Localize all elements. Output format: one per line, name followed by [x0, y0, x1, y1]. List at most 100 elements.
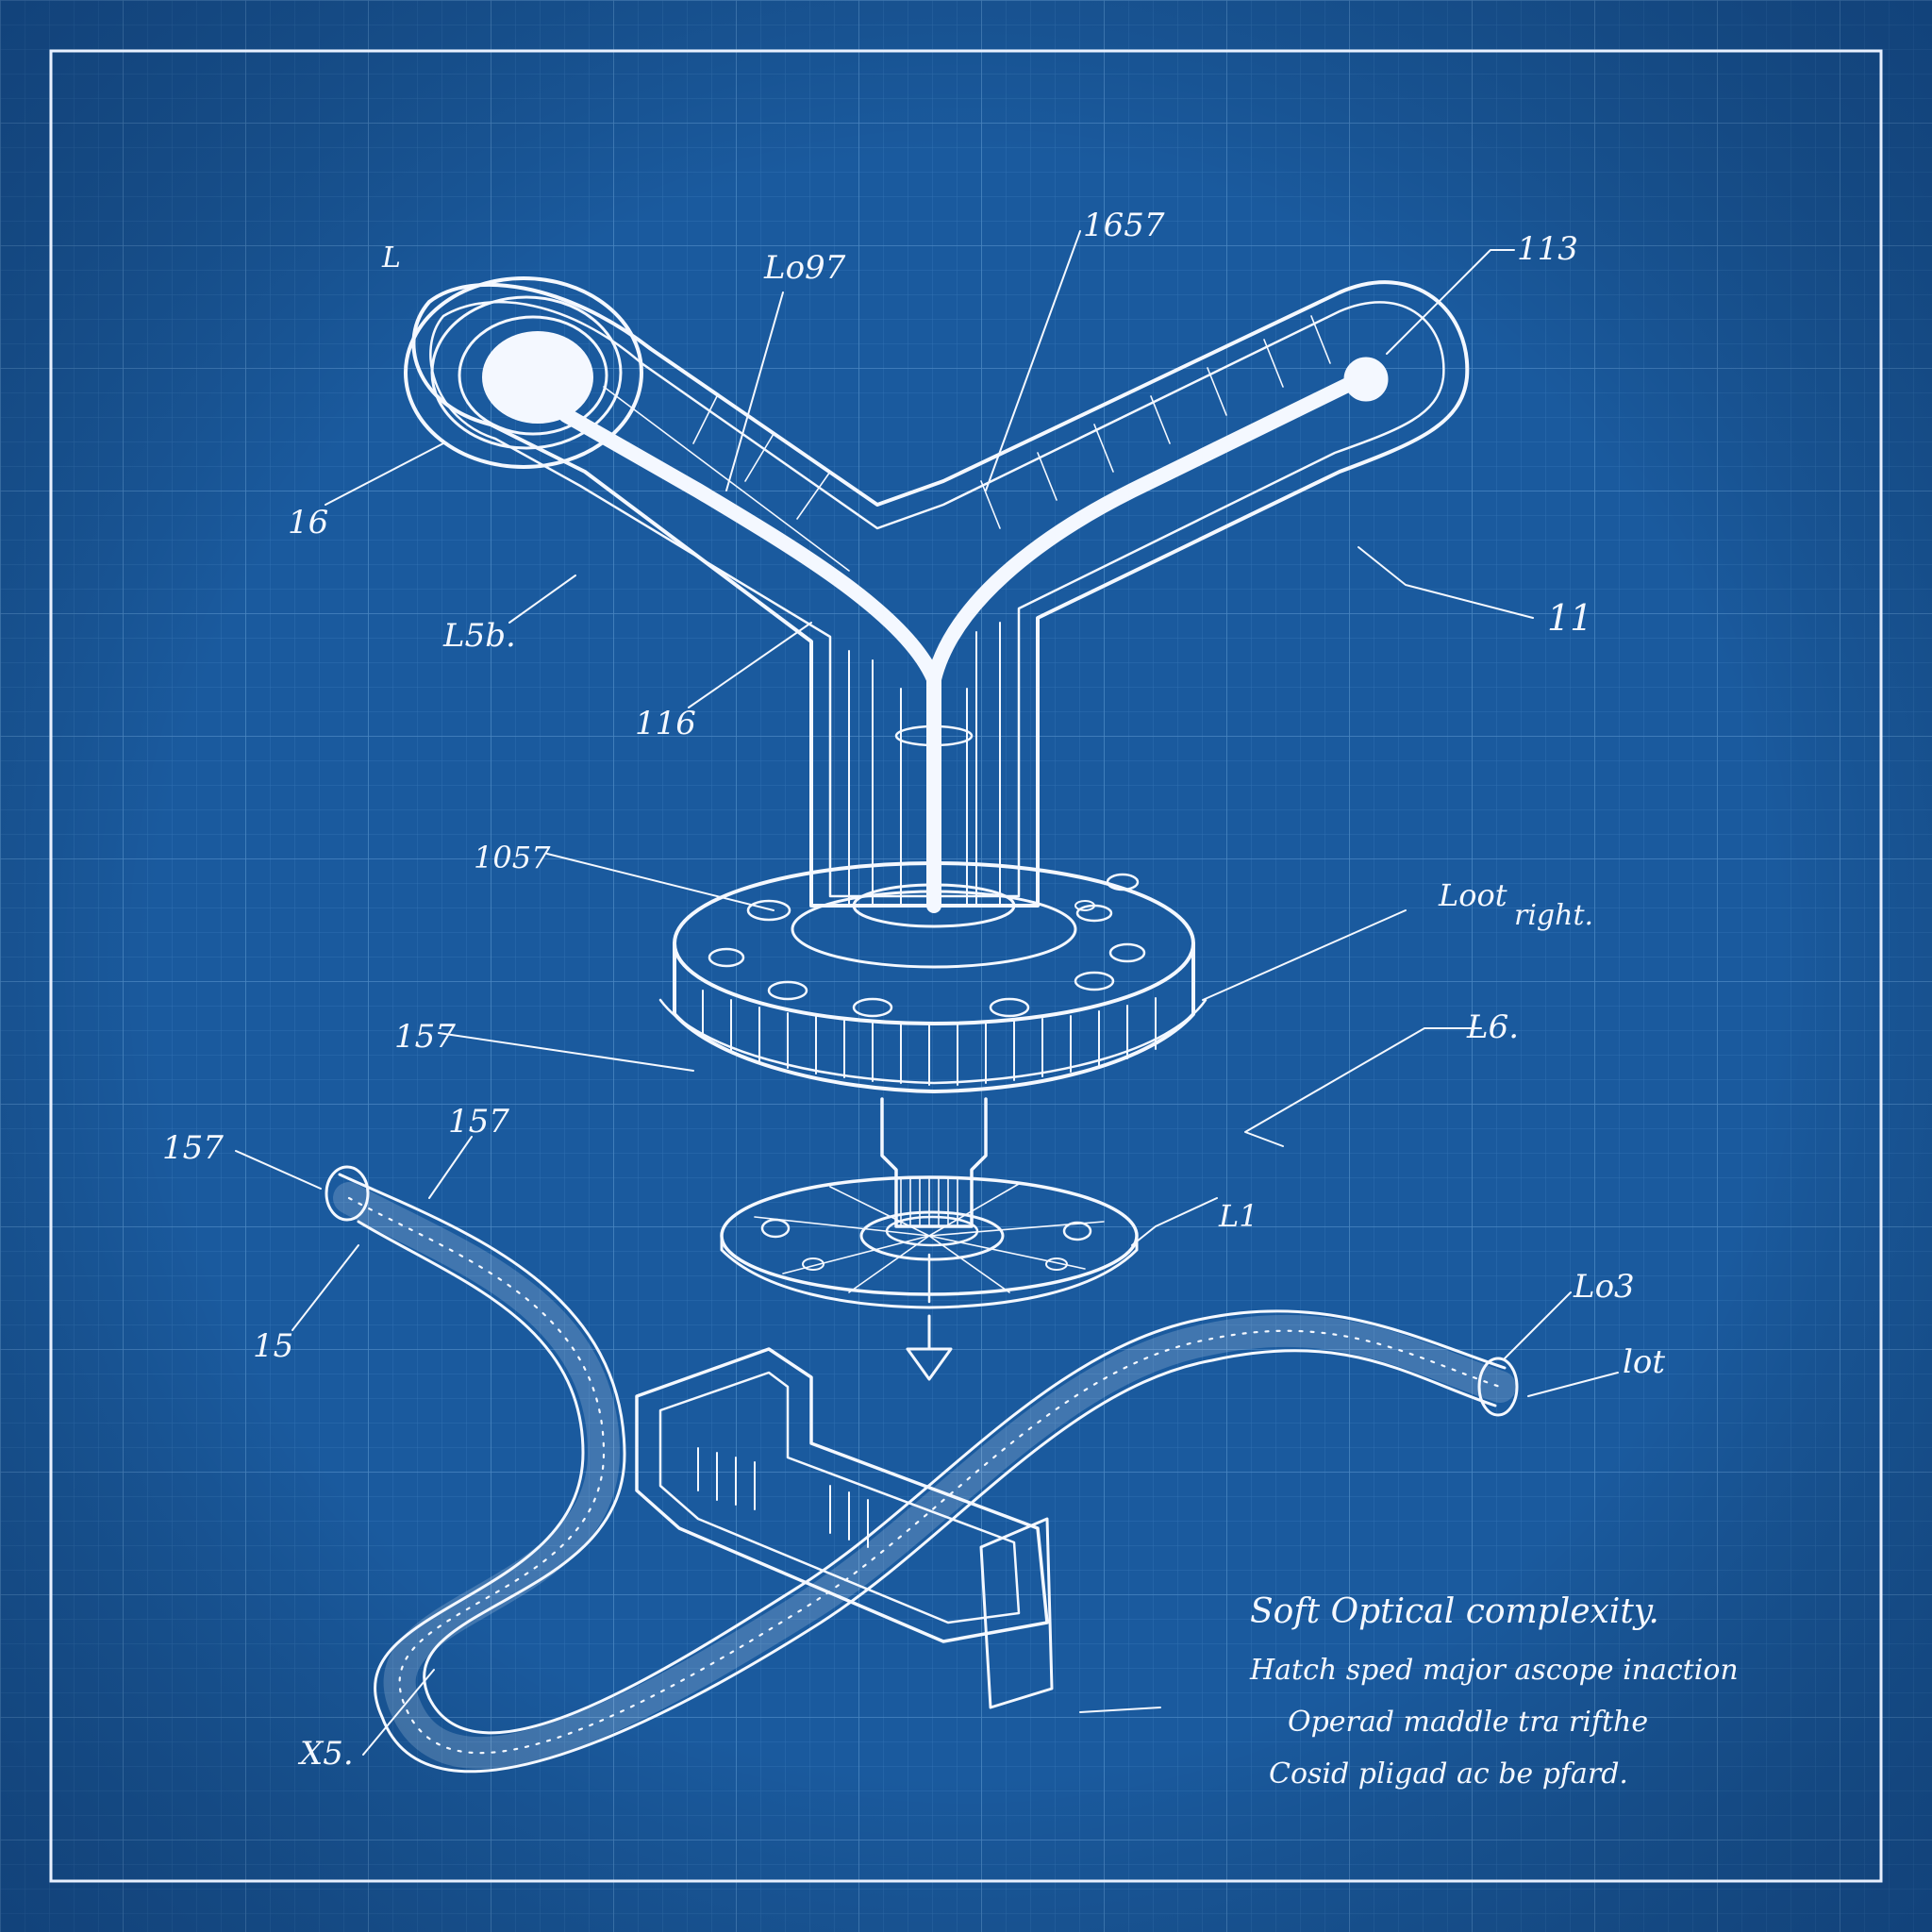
bolt-hole [746, 899, 791, 922]
flange-hub [791, 890, 1077, 969]
left-hose [325, 1165, 1519, 1774]
leader [1079, 1707, 1161, 1713]
disc-slot [1045, 1257, 1068, 1271]
disc-slot [802, 1257, 824, 1271]
leader [1527, 1372, 1619, 1397]
left-hose-wall-a [338, 1173, 1507, 1735]
label-hose-top: 157 [448, 1103, 509, 1141]
label-flange-right-a: Loot [1438, 877, 1507, 913]
left-ring-inner [458, 315, 608, 436]
bolt-hole [989, 997, 1030, 1018]
leader [235, 1150, 322, 1190]
label-shaft-right: L6. [1466, 1008, 1519, 1046]
bolt-hole [1074, 900, 1095, 911]
stem-base-ring [852, 883, 1016, 928]
bolt-hole [852, 997, 893, 1018]
label-left-ring: 16 [288, 504, 328, 541]
leader-lines [235, 230, 1619, 1756]
bracket-teeth [697, 1447, 869, 1548]
flange-lip [658, 998, 1208, 1085]
disc-hub [859, 1210, 1005, 1261]
flange-knurl [702, 990, 1157, 1086]
bolt-hole [1074, 971, 1115, 991]
y-manifold [404, 276, 1470, 928]
label-flange-right-b: right. [1514, 899, 1593, 932]
leader [725, 291, 784, 491]
label-right-arm: 11 [1547, 597, 1592, 639]
arm-ribs-right [980, 315, 1331, 529]
label-disc-right: L1 [1218, 1198, 1258, 1234]
label-tube-left-top: Lo97 [763, 249, 846, 287]
disc-pin [760, 1218, 791, 1239]
left-hose-end [325, 1165, 370, 1222]
manifold-outer-shell [411, 280, 1470, 908]
leader [985, 230, 1081, 491]
inner-pipe-right [926, 370, 1371, 687]
leader [428, 1136, 473, 1199]
bracket-body [635, 1347, 1049, 1643]
right-hose-end [1477, 1357, 1519, 1417]
leader [546, 853, 774, 911]
note-line-4: Cosid pligad ac be pfard. [1269, 1757, 1628, 1790]
leader [1504, 1291, 1572, 1359]
manifold-inner-shell [429, 300, 1445, 898]
shaft-grooves [900, 1178, 958, 1227]
note-line-2: Hatch sped major ascope inaction [1249, 1654, 1739, 1687]
leader [1386, 249, 1515, 355]
shaft-assembly [720, 1097, 1139, 1381]
lower-disc-edge [720, 1234, 1139, 1309]
label-tube-right-top: 113 [1517, 230, 1578, 268]
bolt-hole [708, 947, 745, 968]
label-hose-left: 157 [162, 1129, 224, 1167]
shaft [880, 1097, 988, 1228]
bracket-inner [658, 1371, 1021, 1624]
label-flange-top: 1057 [474, 840, 551, 875]
left-hose-body [333, 1182, 1516, 1770]
flange-rim [673, 941, 1195, 1093]
notes-block: Soft Optical complexity. Hatch sped majo… [1249, 1592, 1739, 1790]
disc-hub-inner [885, 1215, 979, 1247]
stem-band [894, 724, 974, 747]
disc-spokes [754, 1183, 1105, 1293]
note-line-1: Soft Optical complexity. [1250, 1592, 1659, 1631]
left-hose-wall-b [357, 1220, 1497, 1774]
leader [1244, 1027, 1482, 1147]
leader [291, 1244, 359, 1331]
mounting-bracket [635, 1347, 1054, 1709]
left-ring-mid [430, 295, 623, 450]
callouts: L 1657 Lo97 113 16 L5b. 116 11 1057 Loot… [162, 207, 1665, 1773]
left-ring-bore [482, 331, 593, 424]
label-hose-bottom-left: 15 [253, 1327, 293, 1365]
leader [438, 1032, 694, 1072]
inner-pipe [558, 408, 941, 913]
stem-lines [848, 622, 1001, 907]
label-tube-top: 1657 [1083, 207, 1165, 244]
leader [688, 622, 812, 708]
leader [1357, 546, 1534, 619]
flange [658, 861, 1208, 1093]
label-left-body: L5b. [442, 617, 516, 655]
pipe-end-cap [1343, 357, 1389, 402]
leader [1202, 909, 1407, 1001]
bracket-plate [979, 1517, 1054, 1709]
label-hose-right-end: lot [1623, 1343, 1665, 1381]
label-hose-bottom: X5. [297, 1735, 354, 1773]
disc-pin [1062, 1221, 1092, 1241]
bolt-hole [1106, 873, 1140, 891]
sheet-border [49, 49, 1883, 1883]
left-ring-outer [404, 276, 643, 469]
down-arrow [906, 1314, 953, 1381]
arm-ribs-left [603, 386, 850, 572]
label-hose-right-top: Lo3 [1573, 1268, 1635, 1306]
label-center-stem: 116 [635, 705, 696, 742]
leader [362, 1669, 435, 1756]
note-line-3: Operad maddle tra rifthe [1288, 1706, 1648, 1739]
leader [1131, 1197, 1218, 1246]
label-top-left: L [381, 242, 401, 275]
label-flange-left: 157 [394, 1018, 456, 1056]
leader [508, 575, 576, 624]
bolt-hole [767, 980, 808, 1001]
bolt-hole [1108, 942, 1146, 963]
leader [325, 442, 444, 506]
